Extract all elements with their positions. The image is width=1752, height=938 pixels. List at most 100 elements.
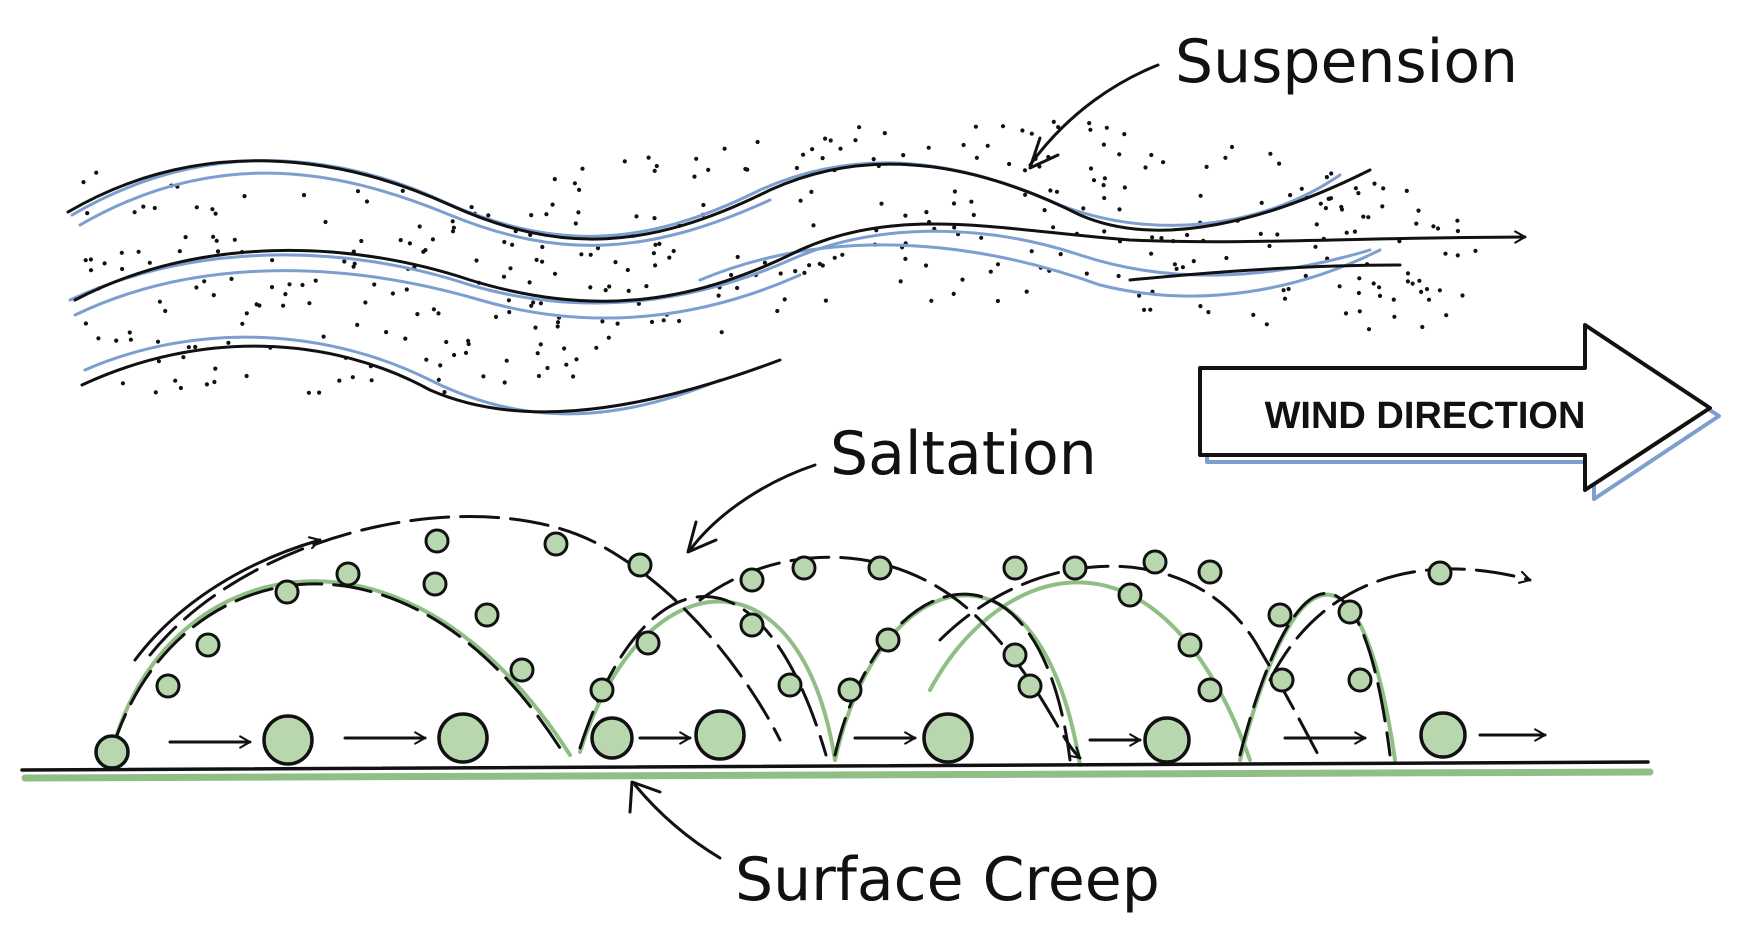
- dust-particle: [1357, 276, 1362, 281]
- dust-particle: [667, 255, 672, 260]
- dust-particle: [625, 267, 630, 273]
- dust-particle: [952, 189, 958, 194]
- dust-particle: [615, 321, 620, 326]
- dust-particle: [193, 344, 198, 350]
- dust-particle: [853, 138, 858, 143]
- sand-grain: [1197, 559, 1223, 585]
- dust-particle: [722, 146, 727, 151]
- dust-particle: [119, 250, 124, 255]
- sand-grain: [1267, 602, 1293, 628]
- dust-particle: [809, 189, 814, 194]
- dust-particle: [1117, 152, 1122, 157]
- dust-particle: [96, 336, 101, 341]
- dust-particle: [898, 279, 903, 284]
- dust-particle: [1426, 297, 1432, 302]
- dust-particle: [229, 276, 234, 281]
- dust-particle: [817, 261, 822, 266]
- sand-grain: [509, 657, 535, 683]
- dust-particle: [1101, 142, 1106, 147]
- dust-particle: [1437, 288, 1442, 293]
- sand-grain: [474, 602, 500, 628]
- dust-particle: [1431, 224, 1436, 229]
- dust-particle: [507, 310, 512, 315]
- dust-particle: [88, 268, 94, 273]
- dust-particle: [622, 159, 627, 164]
- dust-particle: [317, 390, 322, 395]
- dust-particle: [1029, 131, 1034, 136]
- dust-particle: [735, 254, 740, 260]
- dust-particle: [1414, 221, 1419, 226]
- dust-particle: [1150, 235, 1155, 240]
- wind-streams-black: [66, 159, 1527, 414]
- wind-stream: [66, 159, 1372, 241]
- wind-stream: [78, 171, 772, 247]
- dust-particle: [979, 235, 984, 240]
- sand-grain: [335, 561, 361, 587]
- dust-particle: [1366, 327, 1372, 332]
- dust-particle: [1372, 181, 1377, 186]
- sand-grain: [424, 528, 450, 554]
- dust-particle: [838, 146, 843, 151]
- arrow-icon: [1198, 323, 1712, 492]
- dust-particle: [469, 205, 474, 210]
- dust-particle: [636, 301, 642, 306]
- wind-direction-arrow: WIND DIRECTION: [1198, 323, 1721, 501]
- dust-particle: [1286, 286, 1291, 292]
- dust-particle: [1460, 293, 1465, 298]
- dust-particle: [300, 282, 305, 288]
- dust-particle: [857, 125, 862, 130]
- dust-particle: [607, 284, 612, 289]
- surface-creep-label: Surface Creep: [735, 845, 1160, 915]
- dust-particle: [321, 334, 326, 339]
- dust-particle: [1277, 161, 1282, 166]
- dust-particle: [540, 259, 545, 264]
- dust-particle: [350, 375, 355, 380]
- sand-grain: [1419, 711, 1467, 759]
- dust-particle: [653, 263, 658, 268]
- dust-particle: [1391, 297, 1396, 302]
- dust-particle: [400, 188, 405, 193]
- dust-particle: [973, 124, 979, 129]
- dust-particle: [226, 340, 231, 345]
- dust-particle: [923, 263, 929, 268]
- surface-creep-zone: [94, 709, 1547, 770]
- dust-particle: [153, 390, 158, 395]
- dust-particle: [403, 336, 408, 341]
- dust-particle: [533, 325, 538, 330]
- dust-particle: [1392, 314, 1397, 319]
- dust-particle: [1405, 271, 1411, 276]
- dust-particle: [538, 301, 544, 306]
- arrow-icon: [1028, 63, 1160, 167]
- wind-stream: [73, 269, 802, 320]
- dust-particle: [85, 211, 90, 216]
- dust-particle: [1380, 204, 1385, 209]
- sand-grain: [94, 734, 130, 770]
- sand-grain: [627, 552, 653, 578]
- dust-particle: [152, 205, 157, 211]
- sand-grain: [1177, 632, 1203, 658]
- dust-particle: [355, 322, 360, 327]
- dust-particle: [204, 382, 209, 387]
- dust-particle: [1264, 322, 1269, 327]
- sand-grain: [1337, 599, 1363, 625]
- dust-particle: [571, 374, 576, 379]
- dust-particle: [552, 271, 558, 276]
- dust-particle: [504, 358, 509, 363]
- dust-particle: [1361, 214, 1366, 219]
- dust-particle: [417, 224, 422, 229]
- dust-particle: [270, 258, 275, 263]
- dust-particle: [1088, 166, 1094, 171]
- dust-particle: [600, 319, 605, 324]
- sand-grain: [422, 571, 448, 597]
- dust-particle: [486, 213, 491, 218]
- dust-particle: [1206, 310, 1211, 315]
- dust-particle: [1159, 236, 1164, 241]
- dust-particle: [871, 157, 876, 162]
- dust-particle: [415, 312, 420, 317]
- dust-particle: [603, 288, 608, 293]
- dust-particle: [359, 238, 364, 244]
- dust-particle: [213, 211, 218, 216]
- dust-particles: [81, 119, 1478, 395]
- dust-particle: [1251, 312, 1256, 317]
- dust-particle: [1281, 288, 1286, 293]
